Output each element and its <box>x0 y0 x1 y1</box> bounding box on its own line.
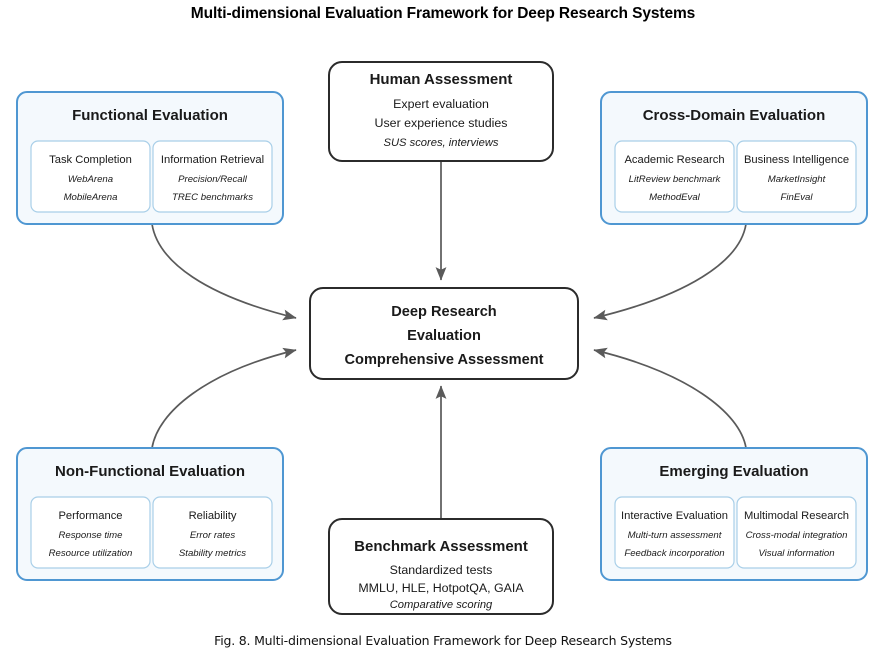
subbox-information-retrieval-title: Information Retrieval <box>161 154 264 166</box>
subbox-task-completion-item-2: MobileArena <box>64 192 118 203</box>
benchmark-assessment-italic: Comparative scoring <box>390 599 493 611</box>
human-assessment-title: Human Assessment <box>370 71 513 88</box>
center-hub-box[interactable]: Deep Research Evaluation Comprehensive A… <box>309 287 579 380</box>
human-assessment-line-1: Expert evaluation <box>393 97 489 111</box>
subbox-multimodal-research-frame <box>736 496 857 569</box>
subbox-performance-item-2: Resource utilization <box>49 548 133 559</box>
subbox-multimodal-research-item-2: Visual information <box>758 548 834 559</box>
subbox-academic-research-frame <box>614 140 735 213</box>
panel-non-functional-evaluation-title: Non-Functional Evaluation <box>55 463 245 480</box>
subbox-information-retrieval-item-1: Precision/Recall <box>178 174 248 185</box>
subbox-business-intelligence-title: Business Intelligence <box>744 154 849 166</box>
subbox-multimodal-research-title: Multimodal Research <box>744 510 849 522</box>
benchmark-assessment-line-2: MMLU, HLE, HotpotQA, GAIA <box>358 581 524 595</box>
subbox-performance-title: Performance <box>58 510 122 522</box>
evaluation-framework-diagram: Human Assessment Expert evaluation User … <box>16 61 868 615</box>
subbox-reliability-item-2: Stability metrics <box>179 548 246 559</box>
subbox-reliability-item-1: Error rates <box>190 530 236 541</box>
panel-cross-domain-evaluation-title: Cross-Domain Evaluation <box>643 107 826 124</box>
subbox-reliability[interactable]: Reliability Error rates Stability metric… <box>152 496 273 569</box>
figure-caption: Fig. 8. Multi-dimensional Evaluation Fra… <box>214 633 672 648</box>
panel-emerging-evaluation[interactable]: Emerging Evaluation Interactive Evaluati… <box>600 447 868 581</box>
subbox-interactive-evaluation-item-2: Feedback incorporation <box>624 548 724 559</box>
panel-cross-domain-evaluation[interactable]: Cross-Domain Evaluation Academic Researc… <box>600 91 868 225</box>
subbox-task-completion-title: Task Completion <box>49 154 132 166</box>
subbox-performance-item-1: Response time <box>59 530 123 541</box>
panel-functional-evaluation-title: Functional Evaluation <box>72 107 228 124</box>
subbox-reliability-title: Reliability <box>189 510 237 522</box>
connector-arrows <box>151 161 747 519</box>
subbox-information-retrieval-frame <box>152 140 273 213</box>
subbox-interactive-evaluation-title: Interactive Evaluation <box>621 510 728 522</box>
panel-functional-evaluation[interactable]: Functional Evaluation Task Completion We… <box>16 91 284 225</box>
subbox-academic-research-item-2: MethodEval <box>649 192 701 203</box>
center-hub-line-2: Evaluation <box>407 328 481 344</box>
subbox-performance-frame <box>30 496 151 569</box>
subbox-academic-research-item-1: LitReview benchmark <box>629 174 722 185</box>
subbox-multimodal-research[interactable]: Multimodal Research Cross-modal integrat… <box>736 496 857 569</box>
subbox-performance[interactable]: Performance Response time Resource utili… <box>30 496 151 569</box>
benchmark-assessment-frame <box>328 518 554 615</box>
human-assessment-line-2: User experience studies <box>375 116 508 130</box>
subbox-task-completion[interactable]: Task Completion WebArena MobileArena <box>30 140 151 213</box>
arrow-nonfunctional-to-center <box>151 347 297 449</box>
subbox-business-intelligence-item-2: FinEval <box>781 192 814 203</box>
subbox-business-intelligence[interactable]: Business Intelligence MarketInsight FinE… <box>736 140 857 213</box>
subbox-interactive-evaluation[interactable]: Interactive Evaluation Multi-turn assess… <box>614 496 735 569</box>
subbox-reliability-frame <box>152 496 273 569</box>
figure-title: Multi-dimensional Evaluation Framework f… <box>190 5 696 22</box>
center-hub-frame <box>309 287 579 380</box>
center-hub-line-3: Comprehensive Assessment <box>345 352 544 368</box>
subbox-task-completion-item-1: WebArena <box>68 174 113 185</box>
benchmark-assessment-title: Benchmark Assessment <box>354 538 528 555</box>
center-hub-line-1: Deep Research <box>391 304 497 320</box>
human-assessment-italic: SUS scores, interviews <box>383 137 498 149</box>
subbox-information-retrieval-item-2: TREC benchmarks <box>172 192 253 203</box>
arrow-crossdomain-to-center <box>593 223 747 321</box>
subbox-academic-research-title: Academic Research <box>624 154 724 166</box>
subbox-business-intelligence-item-1: MarketInsight <box>768 174 826 185</box>
panel-non-functional-evaluation[interactable]: Non-Functional Evaluation Performance Re… <box>16 447 284 581</box>
arrow-functional-to-center <box>151 223 297 321</box>
subbox-interactive-evaluation-item-1: Multi-turn assessment <box>628 530 722 541</box>
panel-emerging-evaluation-title: Emerging Evaluation <box>659 463 808 480</box>
arrow-emerging-to-center <box>593 347 747 449</box>
subbox-information-retrieval[interactable]: Information Retrieval Precision/Recall T… <box>152 140 273 213</box>
human-assessment-box[interactable]: Human Assessment Expert evaluation User … <box>328 61 554 162</box>
subbox-academic-research[interactable]: Academic Research LitReview benchmark Me… <box>614 140 735 213</box>
subbox-interactive-evaluation-frame <box>614 496 735 569</box>
subbox-multimodal-research-item-1: Cross-modal integration <box>746 530 848 541</box>
benchmark-assessment-line-1: Standardized tests <box>390 563 493 577</box>
subbox-business-intelligence-frame <box>736 140 857 213</box>
subbox-task-completion-frame <box>30 140 151 213</box>
human-assessment-frame <box>328 61 554 162</box>
benchmark-assessment-box[interactable]: Benchmark Assessment Standardized tests … <box>328 518 554 615</box>
